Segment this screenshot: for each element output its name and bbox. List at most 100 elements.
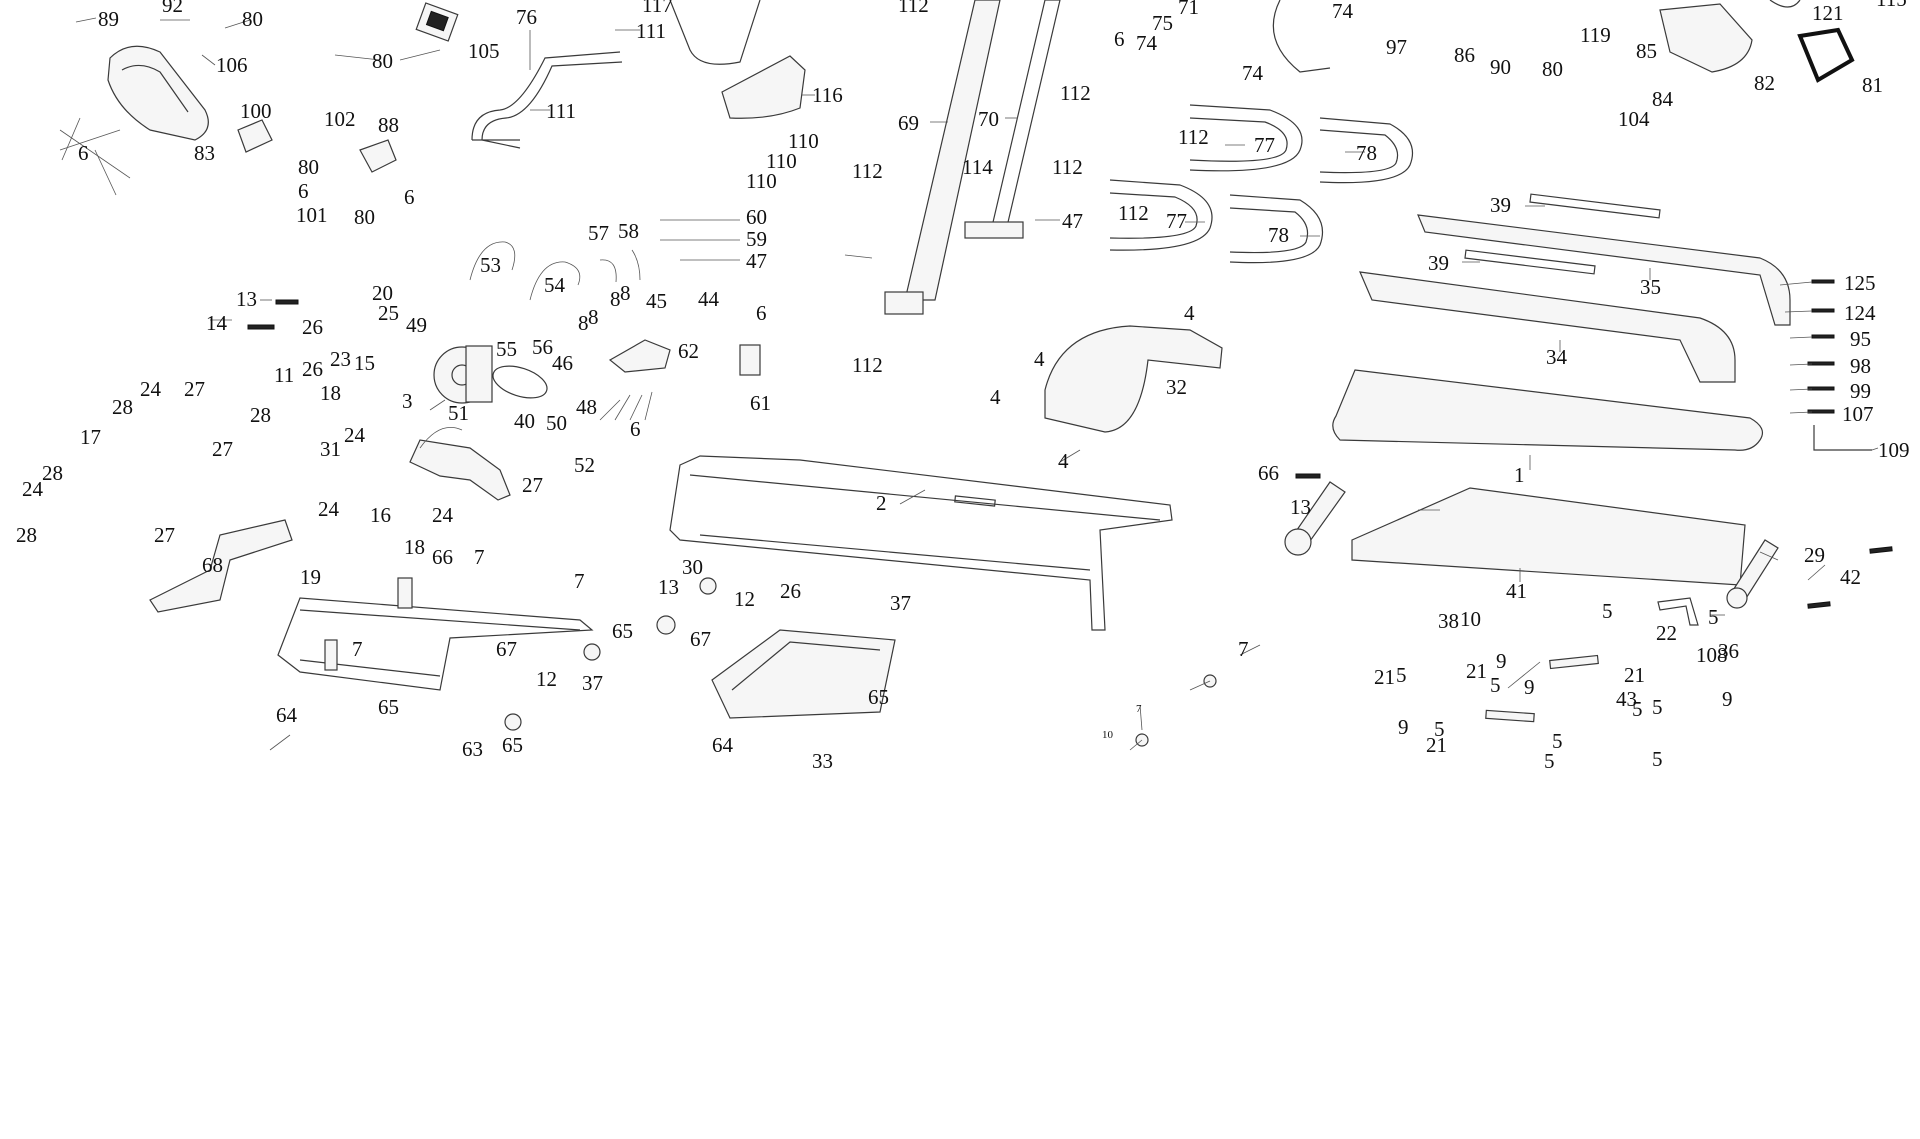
callout-112: 112	[1118, 201, 1149, 225]
callout-21: 5	[1396, 663, 1407, 687]
callout-4: 4	[1034, 347, 1045, 371]
callout-80: 80	[354, 205, 375, 229]
callout-89: 89	[98, 7, 119, 31]
callout-105: 105	[468, 39, 500, 63]
callout-124: 124	[1844, 301, 1876, 325]
callout-26: 13	[658, 575, 679, 599]
callout-14: 14	[206, 311, 228, 335]
callout-26: 26	[302, 315, 323, 339]
callout-83: 83	[194, 141, 215, 165]
callout-16: 24	[318, 497, 340, 521]
callout-101: 101	[296, 203, 328, 227]
callout-119: 119	[1580, 23, 1611, 47]
callout-3: 3	[402, 389, 413, 413]
callout-18: 27	[154, 523, 175, 547]
callout-65: 64	[276, 703, 298, 727]
incline-motor-part	[409, 439, 511, 501]
side-rail-34-part	[1359, 271, 1736, 383]
callout-108: 5	[1708, 605, 1719, 629]
bolt-13-right-part	[1295, 473, 1321, 479]
callout-37: 67	[690, 627, 711, 651]
callout-6: 6	[78, 141, 89, 165]
callout-18: 18	[320, 381, 341, 405]
callout-66: 19	[300, 565, 321, 589]
callout-38: 7	[1136, 703, 1142, 715]
callout-78: 78	[1268, 223, 1289, 247]
callout-51: 51	[448, 401, 469, 425]
callout-12: 30	[682, 555, 703, 579]
callout-5: 43	[1616, 687, 1637, 711]
fastener-row	[1807, 279, 1835, 414]
main-frame-part	[669, 455, 1173, 631]
callout-13: 13	[236, 287, 257, 311]
callout-116: 116	[812, 83, 843, 107]
part-drawings	[107, 0, 1893, 747]
callout-30: 29	[1804, 543, 1825, 567]
callout-28: 28	[250, 403, 271, 427]
callout-45: 45	[646, 289, 667, 313]
tray-116-part	[721, 55, 806, 119]
console-cover-part	[107, 45, 209, 141]
callout-110: 110	[746, 169, 777, 193]
callout-11: 11	[274, 363, 294, 387]
callout-33: 65	[868, 685, 889, 709]
callout-74: 74	[1136, 31, 1158, 55]
handle-77-upper-part	[1189, 104, 1303, 172]
controller-board-part	[608, 339, 671, 373]
callout-74: 74	[1242, 61, 1264, 85]
callout-7: 26	[780, 579, 801, 603]
callout-7: 33	[812, 749, 833, 773]
callout-80: 80	[372, 49, 393, 73]
callout-95: 95	[1850, 327, 1871, 351]
callout-20: 20	[372, 281, 393, 305]
wheel-64-upper-part	[583, 643, 601, 661]
callout-labels: 89 92 80 106 80 105 76 117 111 111 112 1…	[16, 0, 1910, 773]
callout-67: 7	[574, 569, 585, 593]
upright-column-part	[904, 0, 1001, 301]
callout-112: 112	[1052, 155, 1083, 179]
callout-65: 7	[352, 637, 363, 661]
callout-57: 57	[588, 221, 609, 245]
callout-77: 77	[1166, 209, 1187, 233]
callout-43: 9	[1524, 675, 1535, 699]
wheel-64-lower-part	[504, 713, 522, 731]
callout-77: 77	[1254, 133, 1275, 157]
callout-4: 4	[1058, 449, 1069, 473]
callout-81: 81	[1862, 73, 1883, 97]
callout-111: 111	[636, 19, 666, 43]
callout-59: 59	[746, 227, 767, 251]
handle-78-lower-part	[1229, 194, 1324, 264]
callout-61: 61	[750, 391, 771, 415]
callout-104: 104	[1618, 107, 1650, 131]
console-82-part	[1659, 3, 1753, 73]
leader-lines	[59, 17, 1879, 751]
callout-10: 10	[1102, 729, 1114, 741]
callout-5: 21	[1466, 659, 1487, 683]
base-cover-part	[711, 629, 896, 719]
plate-43-lower-part	[1485, 709, 1535, 723]
motor-cover-part	[1044, 325, 1223, 433]
side-rail-35-part	[1417, 214, 1791, 326]
callout-36: 22	[1656, 621, 1677, 645]
callout-65: 12	[536, 667, 557, 691]
callout-6: 6	[756, 301, 767, 325]
callout-27: 28	[16, 523, 37, 547]
callout-15: 15	[354, 351, 375, 375]
callout-6: 6	[298, 179, 309, 203]
callout-125: 125	[1844, 271, 1876, 295]
callout-64: 37	[582, 671, 603, 695]
callout-1: 2	[876, 491, 887, 515]
callout-55: 55	[496, 337, 517, 361]
callout-34: 34	[1546, 345, 1568, 369]
callout-25: 25	[378, 301, 399, 325]
base-frame-part	[277, 597, 594, 691]
callout-39: 39	[1490, 193, 1511, 217]
callout-9: 21	[1374, 665, 1395, 689]
callout-41: 1	[1514, 463, 1525, 487]
callout-5: 5	[1490, 673, 1501, 697]
callout-98: 98	[1850, 354, 1871, 378]
bolt-14-part	[247, 324, 275, 330]
plate-43-upper-part	[1549, 654, 1599, 670]
callout-21: 10	[1460, 607, 1481, 631]
